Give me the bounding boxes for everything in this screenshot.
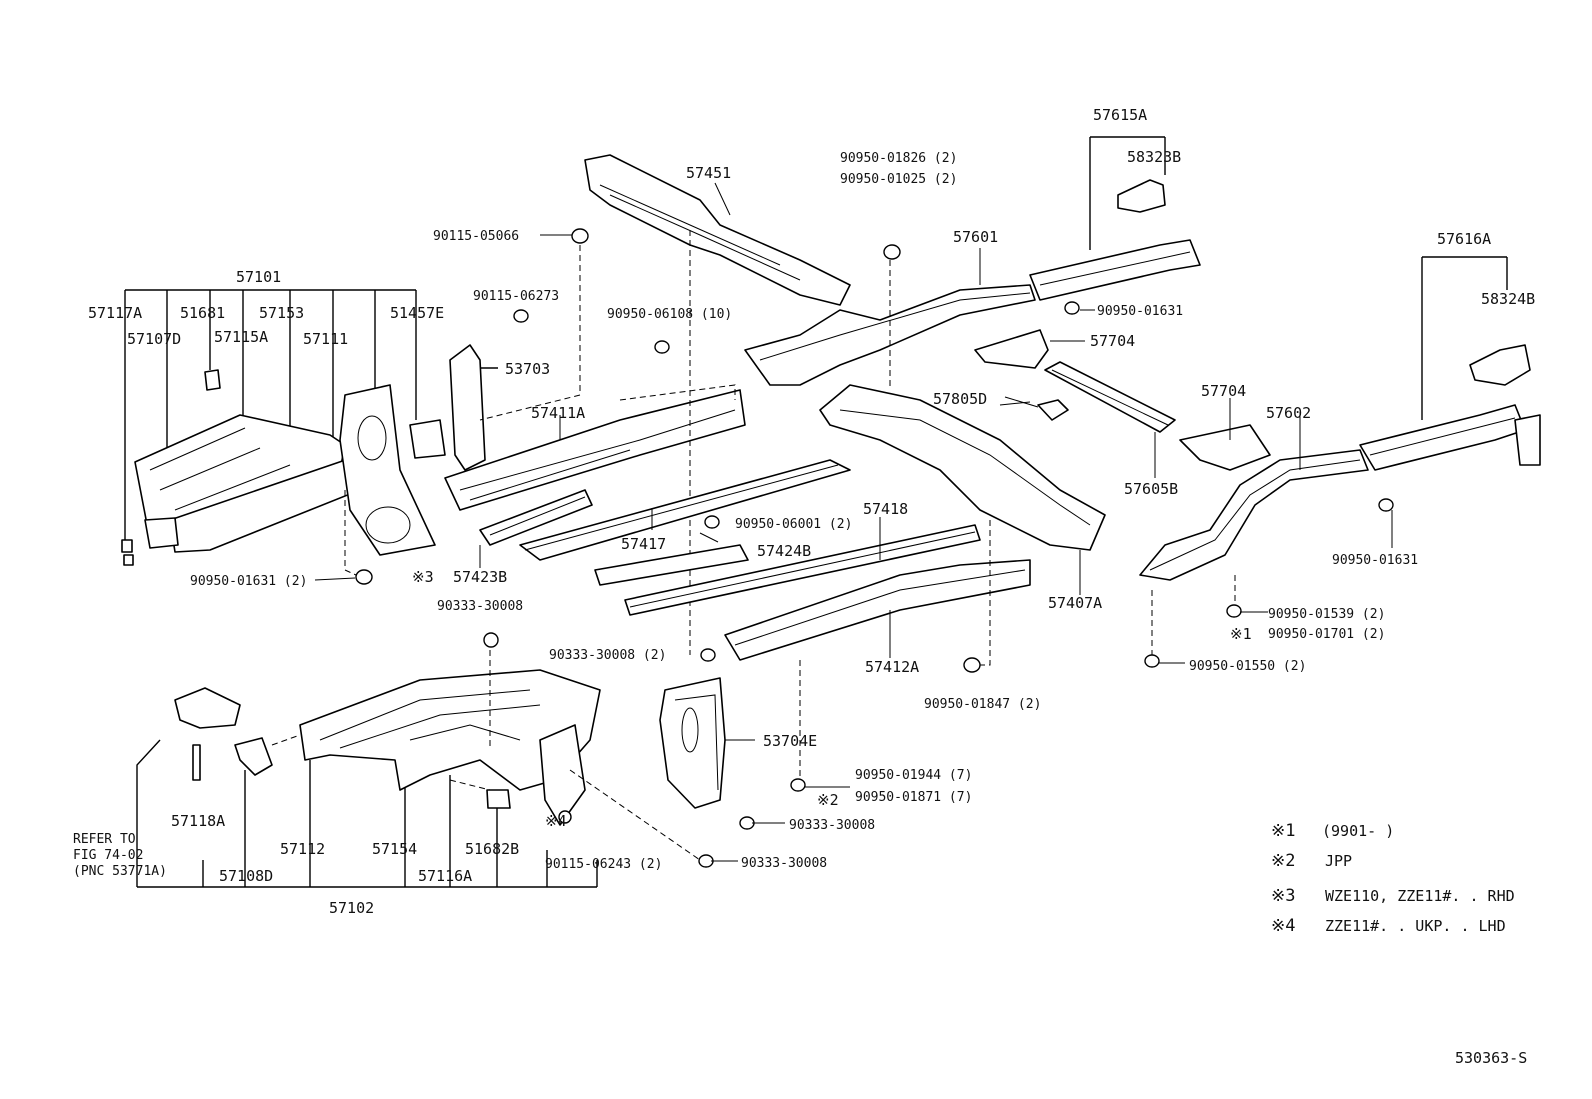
label-57417: 57417 — [621, 535, 666, 553]
label-90115-06243: 90115-06243 (2) — [545, 857, 662, 872]
label-57107d: 57107D — [127, 330, 181, 348]
note-1-mark: ※1 — [1271, 821, 1295, 841]
label-51457e: 51457E — [390, 304, 444, 322]
label-90333-30008-2: 90333-30008 (2) — [549, 648, 666, 663]
label-51682b: 51682B — [465, 840, 519, 858]
label-90950-01539: 90950-01539 (2) — [1268, 607, 1385, 622]
label-90950-01871: 90950-01871 (7) — [855, 790, 972, 805]
label-57117a: 57117A — [88, 304, 142, 322]
label-90115-06273: 90115-06273 — [473, 289, 559, 304]
part-labels: 57101 57117A 51681 57153 57107D 57115A 5… — [73, 106, 1535, 917]
label-90950-06108: 90950-06108 (10) — [607, 307, 732, 322]
label-57407a: 57407A — [1048, 594, 1102, 612]
label-57424b: 57424B — [757, 542, 811, 560]
front-side-member-assembly — [121, 289, 446, 585]
leader-lines — [244, 182, 1393, 822]
label-57451: 57451 — [686, 164, 731, 182]
label-57412a: 57412A — [865, 658, 919, 676]
label-57704-a: 57704 — [1090, 332, 1135, 350]
label-57112: 57112 — [280, 840, 325, 858]
note-3-mark: ※3 — [1271, 886, 1295, 906]
label-90950-01631-2: 90950-01631 (2) — [190, 574, 307, 589]
notes-legend: ※1 (9901- ) ※2 JPP ※3 WZE110, ZZE11#. . … — [1271, 821, 1527, 1067]
label-57153: 57153 — [259, 304, 304, 322]
label-57704-b: 57704 — [1201, 382, 1246, 400]
refer-line-1: REFER TO — [73, 832, 136, 847]
label-90115-05066: 90115-05066 — [433, 229, 519, 244]
refer-line-2: FIG 74-02 — [73, 848, 143, 863]
label-90333-30008-c: 90333-30008 — [789, 818, 875, 833]
label-57115a: 57115A — [214, 328, 268, 346]
label-90950-01631-b: 90950-01631 — [1332, 553, 1418, 568]
label-57411a: 57411A — [531, 404, 585, 422]
note-1-text: (9901- ) — [1322, 822, 1394, 840]
refer-line-3: (PNC 53771A) — [73, 864, 167, 879]
label-57418: 57418 — [863, 500, 908, 518]
label-90950-01701: 90950-01701 (2) — [1268, 627, 1385, 642]
label-57602: 57602 — [1266, 404, 1311, 422]
note-2-text: JPP — [1325, 852, 1352, 870]
mark-4-inline: ※4 — [545, 812, 567, 830]
label-57101: 57101 — [236, 268, 281, 286]
label-90950-06001: 90950-06001 (2) — [735, 517, 852, 532]
label-57615a: 57615A — [1093, 106, 1147, 124]
label-57111: 57111 — [303, 330, 348, 348]
note-4-mark: ※4 — [1271, 916, 1295, 936]
front-lower-assembly — [136, 640, 701, 888]
label-90950-01025: 90950-01025 (2) — [840, 172, 957, 187]
mark-1-inline: ※1 — [1230, 625, 1252, 643]
label-90950-01826: 90950-01826 (2) — [840, 151, 957, 166]
note-4-text: ZZE11#. . UKP. . LHD — [1325, 917, 1506, 935]
label-58324b: 58324B — [1481, 290, 1535, 308]
label-90950-01944: 90950-01944 (7) — [855, 768, 972, 783]
label-57423b: 57423B — [453, 568, 507, 586]
center-parts — [444, 154, 1031, 868]
label-57601: 57601 — [953, 228, 998, 246]
label-51681: 51681 — [180, 304, 225, 322]
label-53703: 53703 — [505, 360, 550, 378]
label-90333-30008-a: 90333-30008 — [437, 599, 523, 614]
label-57102: 57102 — [329, 899, 374, 917]
label-57108d: 57108D — [219, 867, 273, 885]
note-2-mark: ※2 — [1271, 851, 1295, 871]
mark-2-inline: ※2 — [817, 791, 839, 809]
figure-id: 530363-S — [1455, 1049, 1527, 1067]
label-57616a: 57616A — [1437, 230, 1491, 248]
label-90950-01631-a: 90950-01631 — [1097, 304, 1183, 319]
mark-3-inline: ※3 — [412, 568, 434, 586]
label-58323b: 58323B — [1127, 148, 1181, 166]
label-90950-01550: 90950-01550 (2) — [1189, 659, 1306, 674]
label-57116a: 57116A — [418, 867, 472, 885]
label-53704e: 53704E — [763, 732, 817, 750]
label-90950-01847: 90950-01847 (2) — [924, 697, 1041, 712]
label-90333-30008-d: 90333-30008 — [741, 856, 827, 871]
note-3-text: WZE110, ZZE11#. . RHD — [1325, 887, 1515, 905]
rear-floor-parts — [744, 136, 1541, 668]
label-57805d: 57805D — [933, 390, 987, 408]
label-57154: 57154 — [372, 840, 417, 858]
label-57118a: 57118A — [171, 812, 225, 830]
label-57605b: 57605B — [1124, 480, 1178, 498]
